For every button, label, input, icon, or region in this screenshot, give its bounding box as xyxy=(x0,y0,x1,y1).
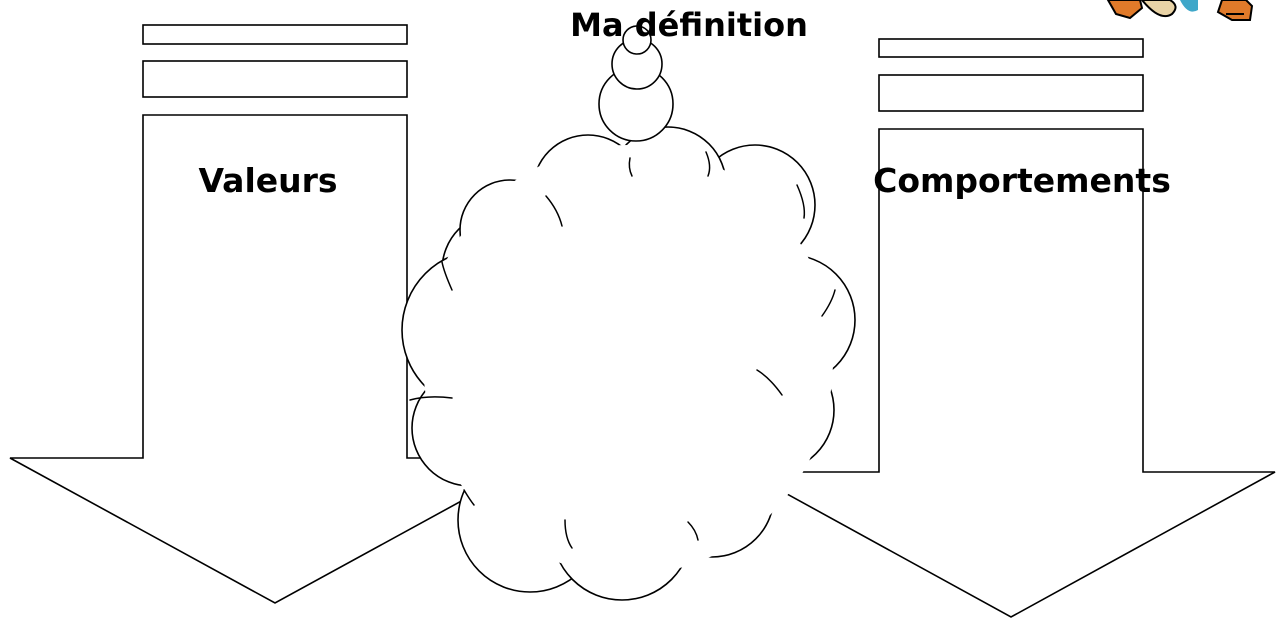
diagram-title: Ma définition xyxy=(570,6,808,44)
right-down-arrow xyxy=(746,128,1276,618)
thought-bubble-small xyxy=(622,25,652,55)
right-label: Comportements xyxy=(873,161,1171,200)
right-small-box-2 xyxy=(878,74,1144,112)
right-small-box-1 xyxy=(878,38,1144,58)
right-column xyxy=(746,38,1276,618)
left-small-box-2 xyxy=(142,60,408,98)
clipart-people-icon xyxy=(1106,0,1254,21)
left-small-box-1 xyxy=(142,24,408,45)
left-label: Valeurs xyxy=(198,161,337,200)
thought-cloud xyxy=(401,126,856,601)
left-down-arrow xyxy=(9,114,541,604)
left-column xyxy=(9,24,541,604)
